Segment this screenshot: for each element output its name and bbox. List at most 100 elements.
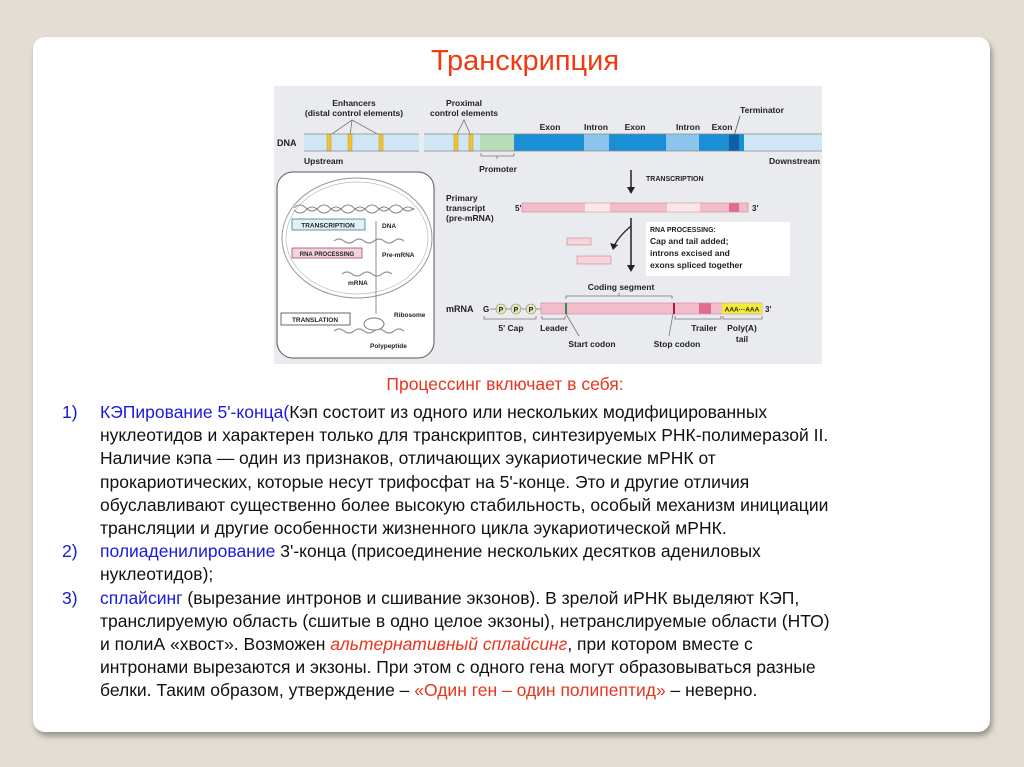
text-line: сплайсинг (вырезание интронов и сшивание… bbox=[100, 587, 830, 610]
text-line: нуклеотидов и характерен только для тран… bbox=[100, 424, 830, 447]
text-segment: Наличие кэпа — один из признаков, отлича… bbox=[100, 448, 716, 469]
label-poly-a: Poly(A) bbox=[727, 323, 757, 333]
label-intron-1: Intron bbox=[584, 122, 608, 132]
curved-arrow-icon bbox=[610, 243, 618, 250]
text-segment: белки. Таким образом, утверждение – bbox=[100, 680, 415, 701]
label-proximal-sub: control elements bbox=[430, 108, 498, 118]
processing-heading: Процессинг включает в себя: bbox=[386, 374, 624, 394]
text-line: интронами вырезаются и экзоны. При этом … bbox=[100, 656, 830, 679]
label-g: G bbox=[483, 305, 489, 314]
text-segment: и полиА «хвост». Возможен bbox=[100, 634, 331, 655]
diagram-svg: Enhancers (distal control elements) Prox… bbox=[276, 98, 822, 359]
rna-processing-line: introns excised and bbox=[650, 248, 730, 258]
label-3prime: 3' bbox=[752, 204, 758, 213]
arrow-down-icon bbox=[627, 265, 635, 272]
text-segment: (вырезание интронов и сшивание экзонов).… bbox=[182, 587, 800, 608]
excised-intron bbox=[576, 255, 612, 265]
text-line: трансляции и другие особенности жизненно… bbox=[100, 517, 830, 540]
highlighted-term: полиаденилирование bbox=[100, 541, 276, 562]
label-5-cap: 5' Cap bbox=[498, 323, 523, 333]
list-item: 3) сплайсинг (вырезание интронов и сшиван… bbox=[62, 587, 830, 703]
cell-label-transcription: TRANSCRIPTION bbox=[301, 223, 355, 230]
dna-bar bbox=[304, 133, 822, 152]
processing-list: 1) КЭПирование 5'-конца(Кэп состоит из од… bbox=[62, 401, 830, 703]
phosphate-label: P bbox=[529, 307, 534, 314]
label-terminator: Terminator bbox=[740, 105, 784, 115]
label-enhancers-sub: (distal control elements) bbox=[305, 108, 403, 118]
label-stop-codon: Stop codon bbox=[654, 339, 701, 349]
rna-processing-line: exons spliced together bbox=[650, 260, 743, 270]
text-segment: , при котором вместе с bbox=[567, 634, 753, 655]
label-exon-1: Exon bbox=[540, 122, 561, 132]
text-segment: трансляции и другие особенности жизненно… bbox=[100, 518, 727, 539]
list-item: 2)полиаденилирование 3'-конца (присоедин… bbox=[62, 540, 830, 586]
text-segment: – неверно. bbox=[665, 680, 758, 701]
text-line: полиаденилирование 3'-конца (присоединен… bbox=[100, 540, 830, 563]
mrna-bar: AAA···AAA bbox=[540, 302, 763, 315]
text-line: транслируемую область (сшитые в одно цел… bbox=[100, 610, 830, 633]
highlighted-term: КЭПирование 5'-конца( bbox=[100, 402, 290, 422]
text-line: прокариотических, которые несут трифосфа… bbox=[100, 471, 830, 494]
cell-label-mrna: mRNA bbox=[348, 280, 368, 287]
text-line: КЭПирование 5'-конца(Кэп состоит из одно… bbox=[100, 401, 830, 424]
list-number: 1) bbox=[62, 402, 78, 422]
text-segment: прокариотических, которые несут трифосфа… bbox=[100, 471, 750, 492]
label-primary-transcript: transcript bbox=[446, 203, 485, 213]
text-line: обуславливают существенно более высокую … bbox=[100, 494, 830, 517]
arrow-down-icon bbox=[627, 187, 635, 194]
highlighted-term: сплайсинг bbox=[100, 587, 183, 608]
text-line: нуклеотидов); bbox=[100, 563, 830, 586]
cell-label-polypeptide: Polypeptide bbox=[370, 343, 407, 350]
pre-mrna-bar bbox=[521, 202, 749, 213]
text-segment: 3'-конца (присоединение нескольких десят… bbox=[275, 541, 761, 562]
label-promoter: Promoter bbox=[479, 164, 517, 174]
label-exon-3: Exon bbox=[712, 122, 733, 132]
rna-processing-box bbox=[646, 222, 790, 276]
cell-label-translation: TRANSLATION bbox=[292, 317, 338, 324]
phosphate-label: P bbox=[499, 307, 504, 314]
enhancer-lines bbox=[328, 119, 472, 137]
list-number: 3) bbox=[62, 587, 78, 608]
label-3prime-mrna: 3' bbox=[765, 305, 771, 314]
label-intron-2: Intron bbox=[676, 122, 700, 132]
cell-label-ribosome: Ribosome bbox=[394, 312, 426, 319]
highlighted-term: альтернативный сплайсинг bbox=[330, 634, 568, 655]
text-segment: транслируемую область (сшитые в одно цел… bbox=[100, 610, 830, 631]
label-downstream: Downstream bbox=[769, 156, 820, 166]
text-segment: интронами вырезаются и экзоны. При этом … bbox=[100, 657, 816, 678]
text-segment: нуклеотидов и характерен только для тран… bbox=[100, 425, 829, 446]
text-segment: Кэп состоит из одного или нескольких мод… bbox=[289, 402, 768, 422]
cell-label-dna: DNA bbox=[382, 223, 396, 230]
label-mrna: mRNA bbox=[446, 304, 474, 314]
text-line: Наличие кэпа — один из признаков, отлича… bbox=[100, 447, 830, 470]
label-trailer: Trailer bbox=[691, 323, 717, 333]
label-dna: DNA bbox=[277, 138, 297, 148]
rna-processing-title: RNA PROCESSING: bbox=[650, 227, 716, 234]
label-start-codon: Start codon bbox=[568, 339, 615, 349]
label-upstream: Upstream bbox=[304, 156, 344, 166]
slide-title: Транскрипция bbox=[430, 45, 620, 77]
cell-label-rna-processing: RNA PROCESSING bbox=[300, 252, 355, 258]
rna-processing-line: Cap and tail added; bbox=[650, 236, 729, 246]
text-segment: нуклеотидов); bbox=[100, 564, 214, 585]
gene-expression-diagram: Enhancers (distal control elements) Prox… bbox=[274, 86, 822, 364]
text-line: и полиА «хвост». Возможен альтернативный… bbox=[100, 633, 830, 656]
text-segment: обуславливают существенно более высокую … bbox=[100, 494, 829, 515]
label-primary: Primary bbox=[446, 193, 478, 203]
phosphate-label: P bbox=[514, 307, 519, 314]
label-coding-segment: Coding segment bbox=[588, 282, 655, 292]
label-enhancers: Enhancers bbox=[332, 98, 376, 108]
label-exon-2: Exon bbox=[625, 122, 646, 132]
cell-schematic: TRANSCRIPTION DNA RNA PROCESSING Pre-mRN… bbox=[276, 171, 435, 359]
text-line: белки. Таким образом, утверждение – «Оди… bbox=[100, 679, 830, 702]
highlighted-term: «Один ген – один полипептид» bbox=[414, 680, 666, 701]
label-poly-a-tail: tail bbox=[736, 334, 748, 344]
list-item: 1) КЭПирование 5'-конца(Кэп состоит из од… bbox=[62, 401, 830, 540]
excised-intron bbox=[566, 237, 592, 246]
label-proximal: Proximal bbox=[446, 98, 482, 108]
poly-a-sequence: AAA···AAA bbox=[725, 307, 760, 314]
label-transcription: TRANSCRIPTION bbox=[646, 176, 704, 183]
label-5prime: 5' bbox=[515, 204, 521, 213]
label-leader: Leader bbox=[540, 323, 569, 333]
label-pre-mrna: (pre-mRNA) bbox=[446, 213, 494, 223]
